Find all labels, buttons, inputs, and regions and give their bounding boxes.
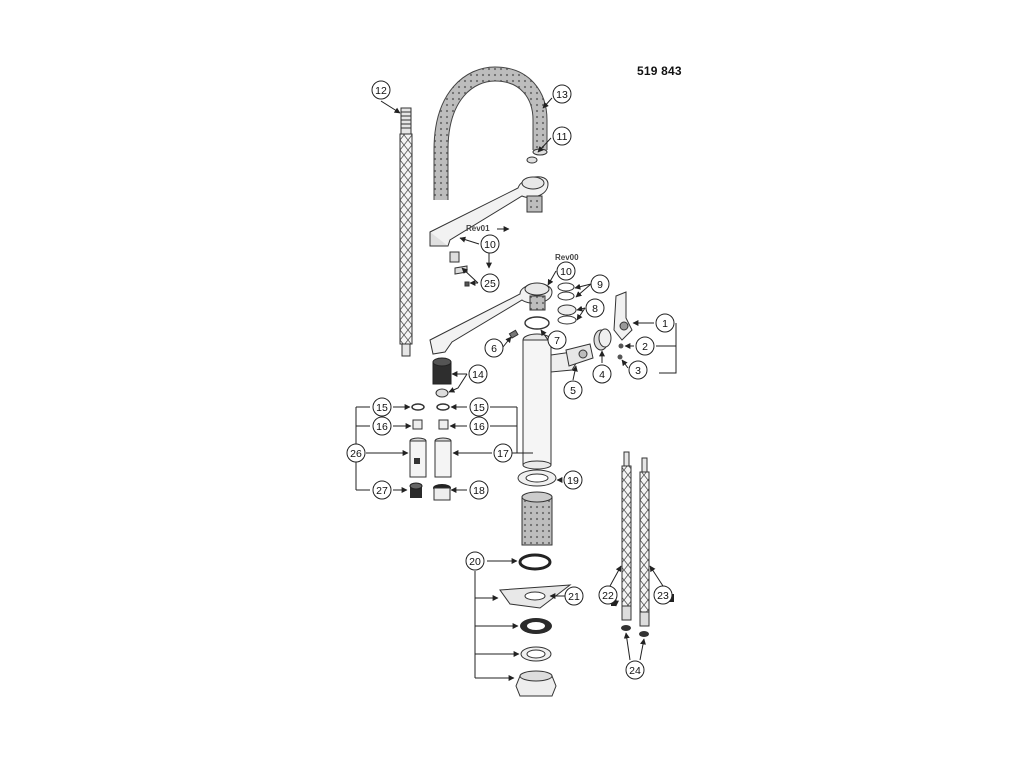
- svg-text:2: 2: [642, 341, 648, 353]
- document-number: 519 843: [637, 64, 682, 78]
- svg-text:25: 25: [484, 278, 496, 290]
- check-valve-17: [434, 437, 452, 478]
- callout-19: 19: [563, 470, 583, 490]
- svg-text:4: 4: [599, 369, 605, 381]
- svg-text:8: 8: [592, 303, 598, 315]
- svg-text:15: 15: [376, 402, 388, 414]
- svg-text:17: 17: [497, 448, 509, 460]
- callout-15-right: 15: [469, 397, 489, 417]
- check-valve-26: [409, 437, 427, 478]
- svg-text:7: 7: [554, 335, 560, 347]
- screw-6: [508, 329, 519, 339]
- callout-26: 26: [346, 443, 366, 463]
- callout-6: 6: [484, 338, 504, 358]
- svg-text:11: 11: [557, 131, 568, 143]
- callout-14: 14: [468, 364, 488, 384]
- svg-text:9: 9: [597, 279, 603, 291]
- svg-text:22: 22: [602, 590, 614, 602]
- callout-13: 13: [552, 84, 572, 104]
- callout-15-left: 15: [372, 397, 392, 417]
- svg-text:16: 16: [473, 421, 485, 433]
- insert-16-left: [412, 419, 423, 430]
- callout-23: 23: [653, 585, 673, 605]
- screw-3: [617, 354, 623, 360]
- lever-arm-rev01: [429, 176, 549, 247]
- o-ring-20: [518, 553, 552, 571]
- svg-text:16: 16: [376, 421, 388, 433]
- callout-16-left: 16: [372, 416, 392, 436]
- rubber-gasket: [520, 618, 552, 634]
- svg-text:13: 13: [556, 89, 568, 101]
- svg-text:18: 18: [473, 485, 485, 497]
- washer-11: [526, 156, 538, 164]
- sleeve-14: [432, 357, 452, 385]
- washer-15-right: [436, 403, 450, 411]
- lever-arm-rev00: [429, 282, 553, 355]
- callout-20: 20: [465, 551, 485, 571]
- callout-9: 9: [590, 274, 610, 294]
- callout-27: 27: [372, 480, 392, 500]
- svg-text:1: 1: [662, 318, 668, 330]
- nut-18: [433, 484, 451, 501]
- callout-3: 3: [628, 360, 648, 380]
- callout-11: 11: [552, 126, 572, 146]
- insert-16-right: [438, 419, 449, 430]
- callout-10-rev00: 10: [556, 261, 576, 281]
- svg-text:6: 6: [491, 343, 497, 355]
- callout-24: 24: [625, 660, 645, 680]
- callout-7: 7: [547, 330, 567, 350]
- metal-washer: [520, 646, 552, 662]
- hex-mount-nut: [515, 670, 557, 697]
- svg-text:12: 12: [375, 85, 387, 97]
- handle-1: [613, 291, 633, 341]
- svg-text:19: 19: [567, 475, 579, 487]
- o-rings-9: [557, 282, 575, 301]
- svg-text:14: 14: [472, 369, 484, 381]
- svg-text:20: 20: [469, 556, 481, 568]
- callout-12: 12: [371, 80, 391, 100]
- callout-1: 1: [655, 313, 675, 333]
- cartridge-5: [565, 343, 594, 367]
- clip-parts-25: [449, 251, 470, 287]
- small-nut-14b: [435, 388, 449, 398]
- callout-25: 25: [480, 273, 500, 293]
- svg-text:3: 3: [635, 365, 641, 377]
- filter-27: [409, 482, 423, 498]
- svg-text:21: 21: [568, 591, 580, 603]
- svg-text:10: 10: [484, 239, 496, 251]
- svg-text:15: 15: [473, 402, 485, 414]
- callout-18: 18: [469, 480, 489, 500]
- braided-hose-12: [399, 107, 413, 357]
- revision-label-rev01: Rev01: [466, 224, 490, 233]
- mounting-plate-21: [499, 584, 572, 609]
- callout-22: 22: [598, 585, 618, 605]
- callout-5: 5: [563, 380, 583, 400]
- svg-text:5: 5: [570, 385, 576, 397]
- callout-16-right: 16: [469, 416, 489, 436]
- svg-text:26: 26: [350, 448, 362, 460]
- button-2: [618, 343, 624, 349]
- svg-text:10: 10: [560, 266, 572, 278]
- svg-text:24: 24: [629, 665, 641, 677]
- callout-4: 4: [592, 364, 612, 384]
- callout-10-rev01: 10: [480, 234, 500, 254]
- callout-8: 8: [585, 298, 605, 318]
- ring-7: [524, 316, 550, 330]
- supply-hose-23: [639, 457, 650, 627]
- supply-hose-22: [621, 451, 632, 621]
- callout-21: 21: [564, 586, 584, 606]
- o-rings-8: [557, 304, 577, 325]
- callout-2: 2: [635, 336, 655, 356]
- threaded-shank: [521, 491, 553, 546]
- callout-17: 17: [493, 443, 513, 463]
- washer-19: [517, 469, 557, 487]
- faucet-body-column: [522, 333, 579, 470]
- washer-15-left: [411, 403, 425, 411]
- svg-text:27: 27: [376, 485, 388, 497]
- nut-4: [593, 328, 612, 351]
- revision-label-rev00: Rev00: [555, 253, 579, 262]
- svg-text:23: 23: [657, 590, 669, 602]
